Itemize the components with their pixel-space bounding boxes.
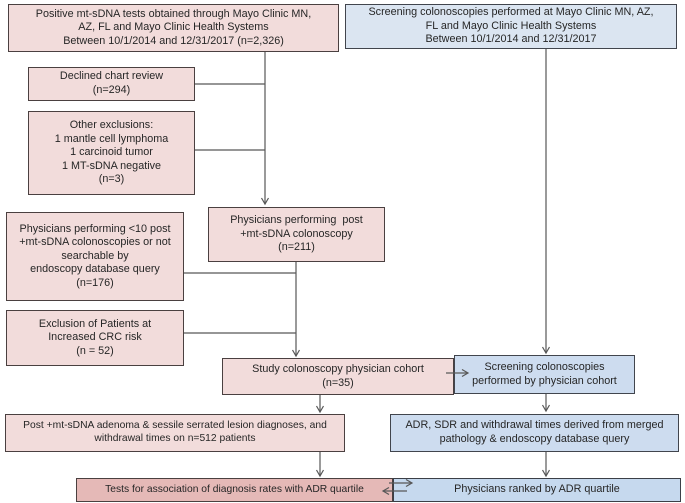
box-post-diagnoses: Post +mt-sDNA adenoma & sessile serrated… <box>5 414 345 452</box>
box-physicians-lt10: Physicians performing <10 post +mt-sDNA … <box>6 212 184 301</box>
box-screening-colonoscopies: Screening colonoscopies performed at May… <box>345 4 677 49</box>
box-study-cohort: Study colonoscopy physician cohort (n=35… <box>222 358 454 395</box>
box-exclusion-increased-crc-risk: Exclusion of Patients at Increased CRC r… <box>6 310 184 366</box>
box-positive-mt-sdna-tests: Positive mt-sDNA tests obtained through … <box>8 4 339 52</box>
box-physicians-post-colonoscopy: Physicians performing post +mt-sDNA colo… <box>208 207 385 262</box>
box-physicians-ranked: Physicians ranked by ADR quartile <box>393 478 681 502</box>
box-other-exclusions: Other exclusions: 1 mantle cell lymphoma… <box>28 111 195 195</box>
box-tests-association: Tests for association of diagnosis rates… <box>76 478 393 502</box>
box-screening-by-cohort: Screening colonoscopies performed by phy… <box>454 355 635 394</box>
box-declined-chart-review: Declined chart review (n=294) <box>28 67 195 101</box>
box-adr-sdr-times: ADR, SDR and withdrawal times derived fr… <box>390 414 679 452</box>
